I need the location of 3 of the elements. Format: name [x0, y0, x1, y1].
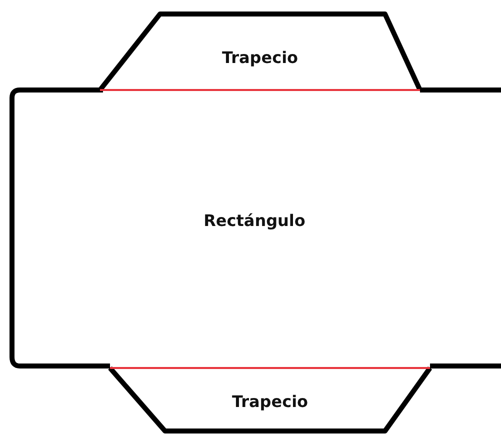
shape-label: Rectángulo: [202, 211, 306, 230]
shape-label: Trapecio: [220, 48, 300, 67]
shape-label: Trapecio: [230, 392, 310, 411]
